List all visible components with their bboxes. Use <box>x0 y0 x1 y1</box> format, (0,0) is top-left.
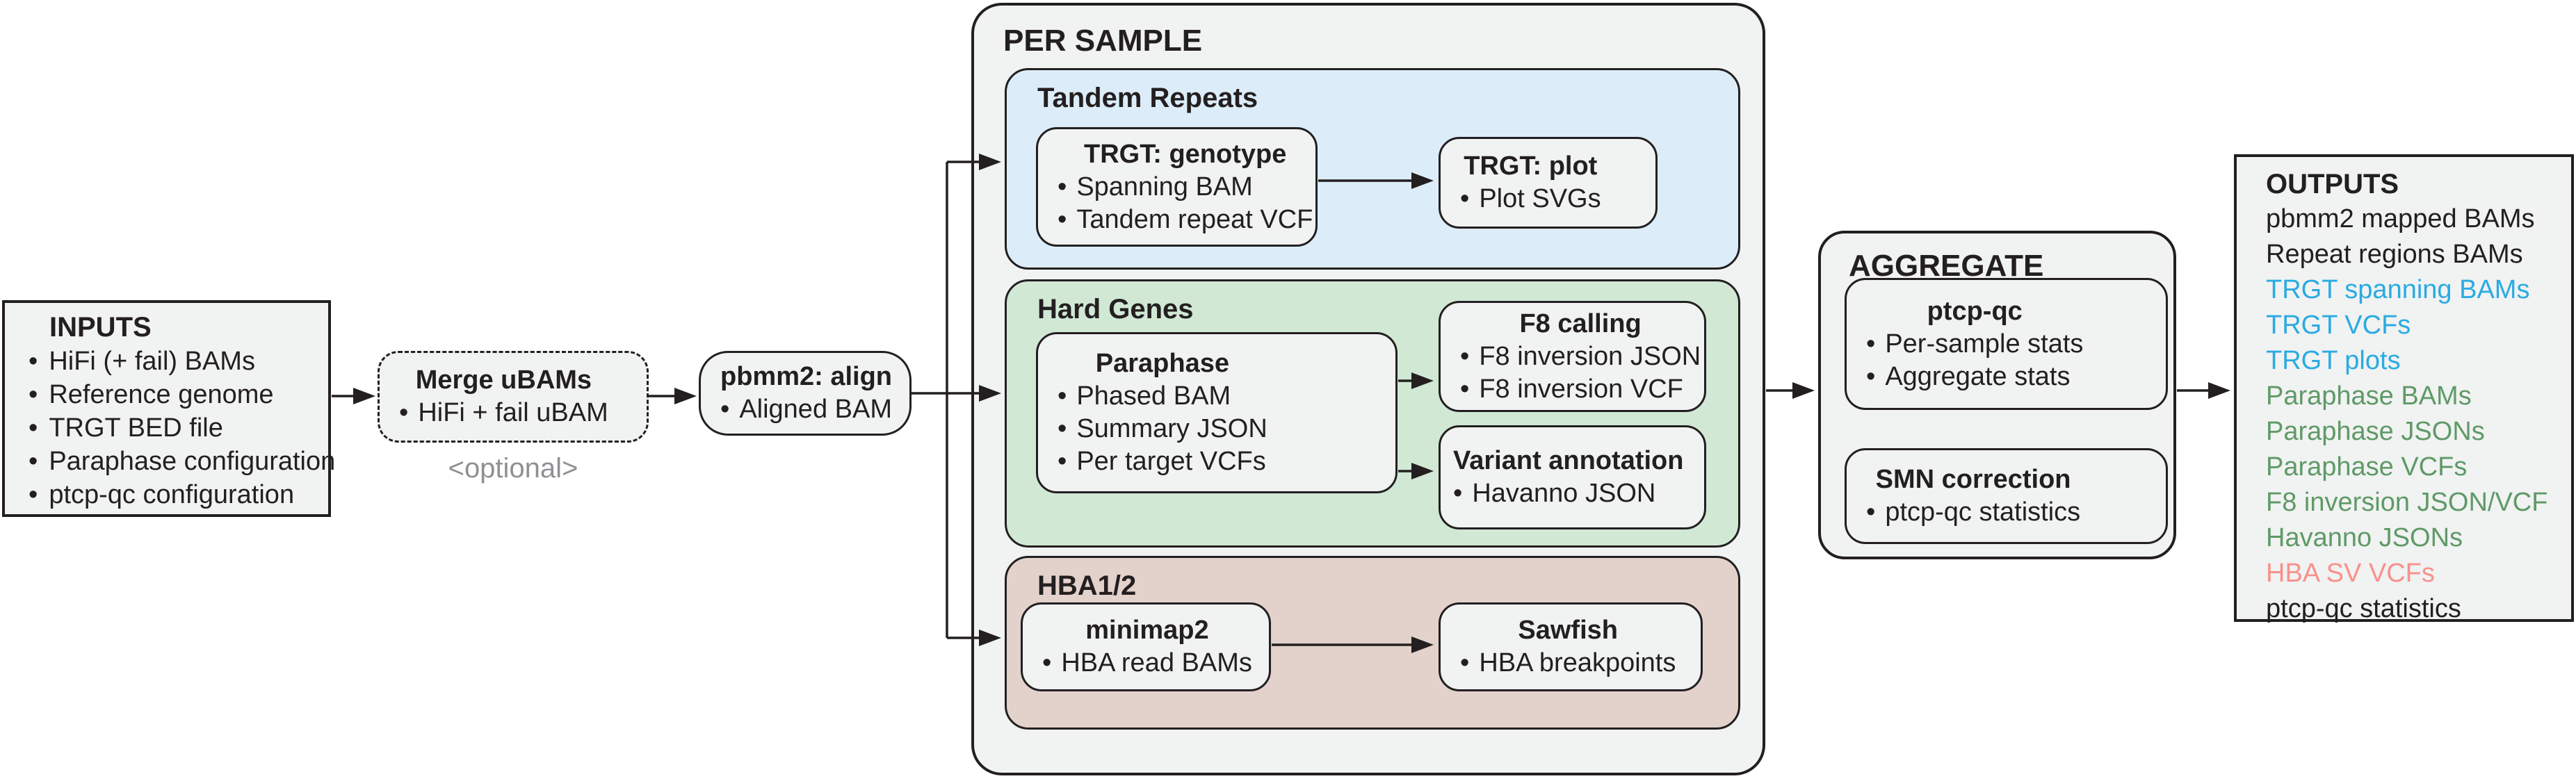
list-item: pbmm2 mapped BAMs <box>2266 204 2535 233</box>
smn-correction-node: SMN correction ptcp-qc statistics <box>1845 448 2168 544</box>
f8-calling-node: F8 calling F8 inversion JSON F8 inversio… <box>1439 301 1706 412</box>
inputs-box: INPUTS HiFi (+ fail) BAMs Reference geno… <box>2 300 335 517</box>
list-item: Spanning BAM <box>1058 171 1313 204</box>
outputs-box: OUTPUTS pbmm2 mapped BAMs Repeat regions… <box>2234 154 2574 623</box>
merge-ubams-title: Merge uBAMs <box>415 365 592 395</box>
list-item: Plot SVGs <box>1460 183 1601 215</box>
arrow-aggregate-to-outputs <box>2177 382 2230 399</box>
merge-ubams-node: Merge uBAMs HiFi + fail uBAM <box>378 351 649 443</box>
list-item: Summary JSON <box>1058 413 1267 445</box>
list-item: Reference genome <box>29 378 321 411</box>
trgt-plot-node: TRGT: plot Plot SVGs <box>1439 137 1658 229</box>
trgt-genotype-list: Spanning BAM Tandem repeat VCF <box>1058 171 1313 236</box>
list-item: F8 inversion VCF <box>1460 373 1701 406</box>
pbmm2-node: pbmm2: align Aligned BAM <box>699 351 912 436</box>
pbmm2-title: pbmm2: align <box>720 362 893 391</box>
list-item: Phased BAM <box>1058 380 1267 413</box>
variant-annotation-list: Havanno JSON <box>1453 477 1683 510</box>
list-item: TRGT plots <box>2266 346 2401 375</box>
variant-annotation-title: Variant annotation <box>1453 446 1684 475</box>
outputs-list: pbmm2 mapped BAMs Repeat regions BAMs TR… <box>2266 202 2564 627</box>
list-item: Paraphase configuration <box>29 445 335 478</box>
list-item: F8 inversion JSON/VCF <box>2266 488 2548 517</box>
trgt-plot-title: TRGT: plot <box>1464 151 1598 181</box>
f8-calling-list: F8 inversion JSON F8 inversion VCF <box>1460 340 1701 406</box>
variant-annotation-node: Variant annotation Havanno JSON <box>1439 425 1706 529</box>
sawfish-list: HBA breakpoints <box>1460 647 1676 680</box>
minimap2-list: HBA read BAMs <box>1042 647 1252 680</box>
trgt-plot-list: Plot SVGs <box>1460 183 1601 215</box>
list-item: TRGT VCFs <box>2266 311 2411 340</box>
smn-correction-title: SMN correction <box>1875 465 2071 494</box>
arrow-merge-to-pbmm2 <box>649 388 697 404</box>
arrow-inputs-to-merge <box>332 388 375 404</box>
list-item: Tandem repeat VCF <box>1058 204 1313 236</box>
list-item: HBA breakpoints <box>1460 647 1676 680</box>
list-item: Repeat regions BAMs <box>2266 240 2523 269</box>
list-item: Aggregate stats <box>1866 361 2083 393</box>
list-item: HiFi (+ fail) BAMs <box>29 345 321 378</box>
ptcp-qc-title: ptcp-qc <box>1927 296 2023 326</box>
paraphase-list: Phased BAM Summary JSON Per target VCFs <box>1058 380 1267 478</box>
inputs-title: INPUTS <box>49 312 152 343</box>
list-item: TRGT spanning BAMs <box>2266 275 2530 304</box>
merge-ubams-list: HiFi + fail uBAM <box>399 397 608 429</box>
ptcp-qc-node: ptcp-qc Per-sample stats Aggregate stats <box>1845 278 2168 410</box>
pbmm2-list: Aligned BAM <box>720 393 892 426</box>
aggregate-title: AGGREGATE <box>1849 249 2044 283</box>
list-item: Paraphase BAMs <box>2266 381 2472 411</box>
sawfish-node: Sawfish HBA breakpoints <box>1439 602 1703 691</box>
list-item: ptcp-qc statistics <box>1866 496 2080 529</box>
optional-note: <optional> <box>448 453 578 484</box>
ptcp-qc-list: Per-sample stats Aggregate stats <box>1866 328 2083 393</box>
outputs-title: OUTPUTS <box>2266 169 2399 199</box>
list-item: Per target VCFs <box>1058 445 1267 478</box>
smn-correction-list: ptcp-qc statistics <box>1866 496 2080 529</box>
trgt-genotype-node: TRGT: genotype Spanning BAM Tandem repea… <box>1036 127 1318 247</box>
paraphase-title: Paraphase <box>1095 349 1230 378</box>
arrow-persample-to-aggregate <box>1766 382 1815 399</box>
trgt-genotype-title: TRGT: genotype <box>1084 139 1287 169</box>
per-sample-title: PER SAMPLE <box>1003 24 1203 58</box>
list-item: Aligned BAM <box>720 393 892 426</box>
list-item: Havanno JSON <box>1453 477 1683 510</box>
sawfish-title: Sawfish <box>1518 616 1618 645</box>
list-item: HBA read BAMs <box>1042 647 1252 680</box>
list-item: Paraphase VCFs <box>2266 452 2468 482</box>
list-item: Per-sample stats <box>1866 328 2083 361</box>
tandem-repeats-title: Tandem Repeats <box>1037 83 1258 113</box>
list-item: HBA SV VCFs <box>2266 559 2435 588</box>
list-item: F8 inversion JSON <box>1460 340 1701 373</box>
list-item: Paraphase JSONs <box>2266 417 2485 446</box>
hba-title: HBA1/2 <box>1037 570 1137 601</box>
hard-genes-title: Hard Genes <box>1037 294 1194 324</box>
list-item: TRGT BED file <box>29 411 321 445</box>
list-item: ptcp-qc configuration <box>29 478 321 511</box>
minimap2-title: minimap2 <box>1085 616 1209 645</box>
list-item: Havanno JSONs <box>2266 523 2463 552</box>
paraphase-node: Paraphase Phased BAM Summary JSON Per ta… <box>1036 332 1398 493</box>
list-item: HiFi + fail uBAM <box>399 397 608 429</box>
f8-calling-title: F8 calling <box>1519 309 1642 338</box>
list-item: ptcp-qc statistics <box>2266 594 2461 623</box>
inputs-list: HiFi (+ fail) BAMs Reference genome TRGT… <box>29 345 335 511</box>
minimap2-node: minimap2 HBA read BAMs <box>1021 602 1271 691</box>
